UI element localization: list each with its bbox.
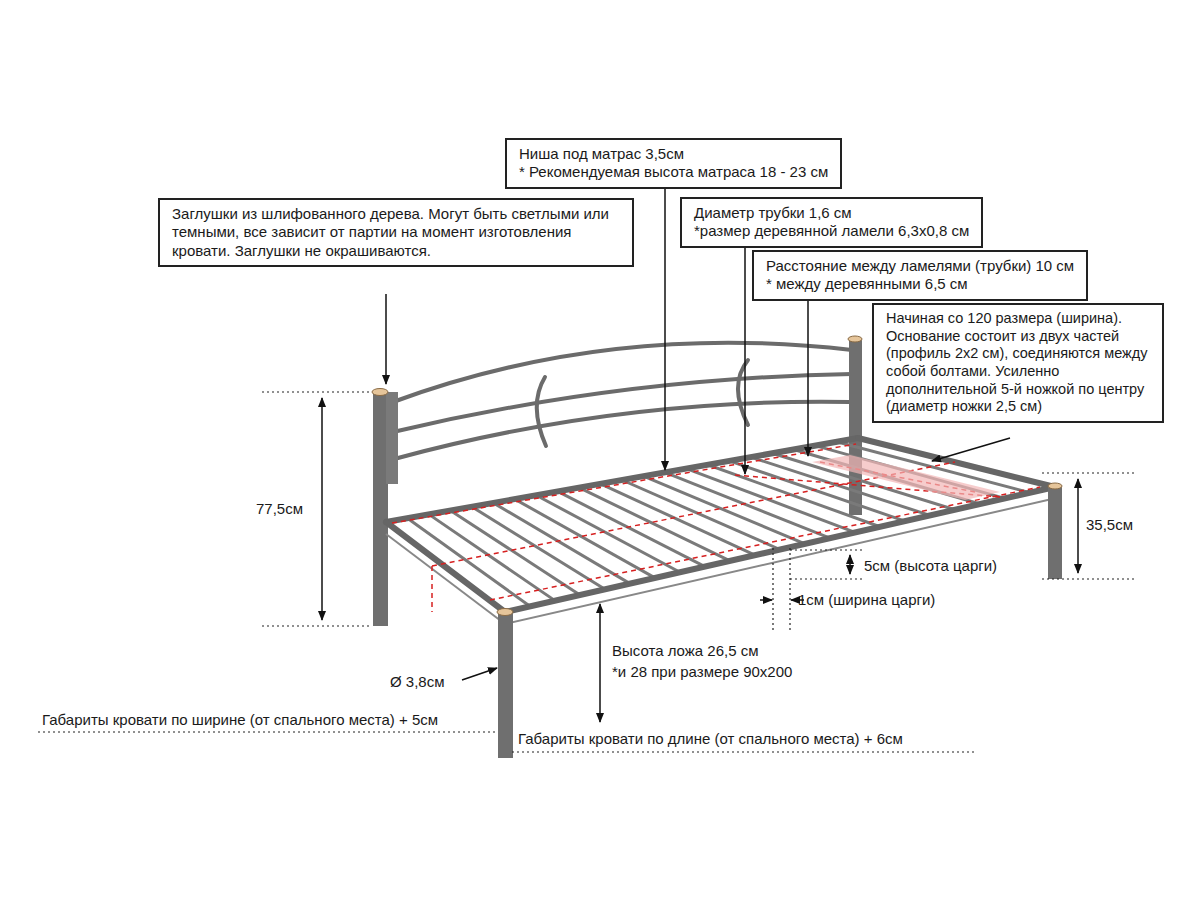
callout-text: Начиная со 120 размера (ширина). Основан…: [886, 310, 1150, 416]
callout-box: Заглушки из шлифованного дерева. Могут б…: [158, 198, 634, 267]
callout-text: * Рекомендуемая высота матраса 18 - 23 с…: [519, 163, 828, 181]
callout-text: Диаметр трубки 1,6 см: [694, 204, 969, 222]
callout-box: Начиная со 120 размера (ширина). Основан…: [872, 303, 1164, 423]
callout-text: *размер деревянной ламели 6,3x0,8 см: [694, 222, 969, 240]
callout-text: Расстояние между ламелями (трубки) 10 см: [766, 257, 1074, 275]
callout-text: * между деревянными 6,5 см: [766, 275, 1074, 293]
slat: [665, 472, 830, 538]
dimension-note: *и 28 при размере 90x200: [612, 663, 792, 681]
callout-text: Заглушки из шлифованного дерева. Могут б…: [172, 205, 620, 260]
slat: [622, 480, 780, 550]
dimension-label: 5см (высота царги): [864, 557, 997, 575]
dimension-label: Высота ложа 26,5 см: [612, 642, 759, 660]
slat: [601, 484, 755, 555]
callout-box: Ниша под матрас 3,5см* Рекомендуемая выс…: [505, 138, 842, 189]
callout-box: Расстояние между ламелями (трубки) 10 см…: [752, 250, 1088, 301]
overall-size-note: Габариты кровати по ширине (от спального…: [42, 711, 438, 729]
callout-box: Диаметр трубки 1,6 см*размер деревянной …: [680, 197, 983, 248]
slat: [472, 507, 605, 590]
overall-size-note: Габариты кровати по длине (от спального …: [518, 730, 903, 748]
diameter-label: Ø 3,8см: [390, 673, 445, 691]
dimension-label: 77,5см: [256, 500, 303, 518]
slat: [558, 491, 705, 566]
slat: [708, 465, 880, 527]
slat: [493, 503, 630, 584]
slat: [686, 469, 855, 533]
dimension-label: 1см (ширина царги): [798, 591, 935, 609]
slat: [643, 476, 805, 544]
slat: [536, 495, 680, 572]
slat: [579, 488, 730, 561]
slat: [515, 499, 655, 578]
callout-text: Ниша под матрас 3,5см: [519, 145, 828, 163]
dimension-label: 35,5см: [1086, 516, 1133, 534]
